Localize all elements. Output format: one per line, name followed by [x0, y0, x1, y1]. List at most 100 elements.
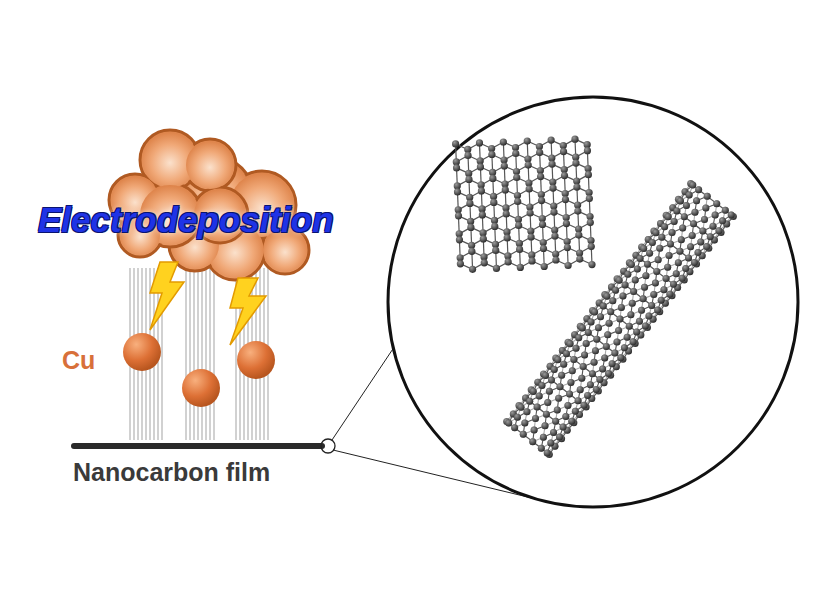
carbon-atom — [673, 207, 680, 214]
carbon-atom — [489, 175, 496, 182]
carbon-atom — [689, 182, 696, 189]
carbon-atom — [682, 265, 689, 272]
carbon-atom — [502, 186, 509, 193]
carbon-atom — [561, 172, 568, 179]
carbon-atom — [682, 265, 689, 272]
carbon-atom — [562, 196, 569, 203]
carbon-atom — [697, 239, 704, 246]
carbon-atom — [599, 365, 606, 372]
carbon-atom — [573, 184, 580, 191]
carbon-atom — [480, 235, 487, 242]
carbon-atom — [503, 210, 510, 217]
carbon-atom — [591, 359, 598, 366]
carbon-atom — [664, 264, 671, 271]
carbon-atom — [603, 293, 610, 300]
carbon-atom — [587, 381, 594, 388]
carbon-atom — [592, 347, 599, 354]
carbon-atom — [712, 212, 719, 219]
carbon-atom — [523, 408, 530, 415]
carbon-atom — [624, 271, 631, 278]
carbon-atom — [544, 399, 551, 406]
zoom-circle — [388, 97, 798, 507]
carbon-atom — [505, 420, 512, 427]
carbon-atom — [644, 261, 651, 268]
carbon-atom — [548, 377, 555, 384]
rain-line — [201, 268, 202, 440]
carbon-atom — [530, 388, 537, 395]
carbon-atom — [629, 300, 636, 307]
carbon-atom — [689, 232, 696, 239]
lightning-bolt — [150, 262, 266, 345]
carbon-atom — [604, 331, 611, 338]
carbon-atom — [611, 350, 618, 357]
carbon-atom — [612, 287, 619, 294]
carbon-atom — [524, 137, 531, 144]
carbon-atom — [520, 431, 527, 438]
carbon-atom — [666, 291, 673, 298]
carbon-atom — [627, 311, 634, 318]
carbon-atom — [516, 246, 523, 253]
rain-line — [197, 268, 198, 440]
carbon-atom — [655, 256, 662, 263]
carbon-atom — [526, 398, 533, 405]
carbon-atom — [585, 329, 592, 336]
carbon-atom — [517, 264, 524, 271]
carbon-atom — [574, 207, 581, 214]
carbon-atom — [609, 360, 616, 367]
carbon-atom — [532, 415, 539, 422]
carbon-atom — [493, 265, 500, 272]
carbon-atom — [469, 266, 476, 273]
carbon-atom — [593, 386, 600, 393]
carbon-atom — [618, 304, 625, 311]
carbon-atom — [628, 261, 635, 268]
carbon-atom — [552, 418, 559, 425]
carbon-atom — [556, 434, 563, 441]
carbon-atom — [580, 363, 587, 370]
carbon-atom — [642, 272, 649, 279]
carbon-atom — [683, 202, 690, 209]
carbon-atom — [676, 248, 683, 255]
carbon-atom — [457, 260, 464, 267]
carbon-atom — [591, 359, 598, 366]
carbon-atom — [704, 193, 711, 200]
carbon-atom — [650, 291, 657, 298]
carbon-atom — [588, 318, 595, 325]
rain-line — [213, 268, 214, 440]
carbon-atom — [599, 365, 606, 372]
carbon-atom — [616, 277, 623, 284]
element-label: Cu — [62, 346, 95, 375]
carbon-atom — [526, 185, 533, 192]
carbon-atom — [641, 284, 648, 291]
carbon-atom — [464, 152, 471, 159]
carbon-atom — [583, 340, 590, 347]
carbon-atom — [546, 388, 553, 395]
carbon-atom — [605, 370, 612, 377]
carbon-atom — [523, 408, 530, 415]
carbon-atom — [588, 318, 595, 325]
carbon-atom — [630, 288, 637, 295]
carbon-atom — [640, 295, 647, 302]
carbon-atom — [529, 438, 536, 445]
carbon-atom — [653, 268, 660, 275]
carbon-atom — [652, 280, 659, 287]
carbon-atom — [532, 415, 539, 422]
carbon-atom — [577, 386, 584, 393]
carbon-atom — [713, 200, 720, 207]
carbon-atom — [587, 219, 594, 226]
carbon-atom — [690, 220, 697, 227]
carbon-atom — [573, 345, 580, 352]
carbon-atom — [642, 322, 649, 329]
carbon-atom — [488, 151, 495, 158]
carbon-atom — [630, 288, 637, 295]
carbon-atom — [587, 381, 594, 388]
zoom-marker — [321, 439, 335, 453]
carbon-atom — [551, 232, 558, 239]
carbon-atom — [575, 397, 582, 404]
carbon-atom — [632, 277, 639, 284]
carbon-atom — [713, 200, 720, 207]
carbon-atom — [699, 227, 706, 234]
carbon-atom — [677, 197, 684, 204]
carbon-atom — [634, 266, 641, 273]
carbon-atom — [478, 187, 485, 194]
carbon-atom — [568, 418, 575, 425]
